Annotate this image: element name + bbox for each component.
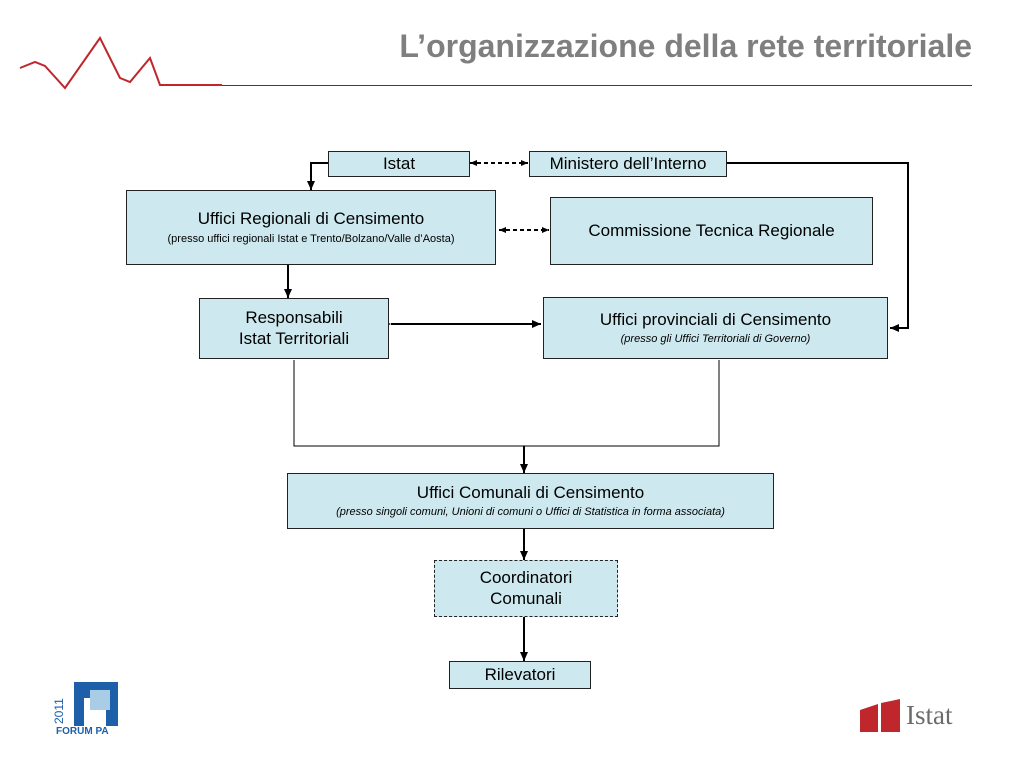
connector-ministero-provinciali — [727, 162, 909, 332]
node-uffici-regionali-sub: (presso uffici regionali Istat e Trento/… — [167, 232, 455, 245]
node-uffici-provinciali-label: Uffici provinciali di Censimento — [599, 309, 832, 329]
node-responsabili-istat: Responsabili Istat Territoriali — [199, 298, 389, 359]
forum-pa-year-text: 2011 — [52, 698, 66, 724]
node-ministero-label: Ministero dell’Interno — [549, 153, 707, 173]
node-coordinatori-line2: Comunali — [490, 588, 562, 608]
node-uffici-regionali-label: Uffici Regionali di Censimento — [197, 209, 425, 229]
node-coordinatori-comunali: Coordinatori Comunali — [434, 560, 618, 617]
node-uffici-provinciali-sub: (presso gli Uffici Territoriali di Gover… — [620, 333, 811, 346]
node-uffici-regionali: Uffici Regionali di Censimento (presso u… — [126, 190, 496, 265]
connector-join-bracket — [293, 360, 720, 447]
node-uffici-comunali-sub: (presso singoli comuni, Unioni di comuni… — [336, 506, 725, 519]
header-zigzag-decoration — [19, 36, 222, 90]
node-responsabili-line2: Istat Territoriali — [238, 328, 350, 348]
node-rilevatori: Rilevatori — [449, 661, 591, 689]
forum-pa-logo-text: FORUM PA — [56, 726, 109, 737]
node-rilevatori-label: Rilevatori — [484, 664, 556, 684]
node-commissione-tecnica: Commissione Tecnica Regionale — [550, 197, 873, 265]
node-responsabili-line1: Responsabili — [245, 308, 343, 328]
title-underline — [222, 85, 972, 86]
slide-title: L’organizzazione della rete territoriale — [399, 28, 972, 64]
node-commissione-label: Commissione Tecnica Regionale — [588, 220, 835, 240]
node-uffici-comunali: Uffici Comunali di Censimento (presso si… — [287, 473, 774, 529]
istat-logo-icon — [860, 699, 900, 732]
forum-pa-logo-icon — [74, 682, 118, 728]
istat-logo-text: Istat — [906, 700, 953, 730]
node-ministero-interno: Ministero dell’Interno — [529, 151, 727, 177]
node-uffici-comunali-label: Uffici Comunali di Censimento — [416, 482, 645, 502]
connector-istat-regionali — [307, 162, 328, 190]
node-istat-label: Istat — [382, 153, 416, 173]
node-uffici-provinciali: Uffici provinciali di Censimento (presso… — [543, 297, 888, 359]
node-coordinatori-line1: Coordinatori — [479, 568, 573, 588]
node-istat: Istat — [328, 151, 470, 177]
